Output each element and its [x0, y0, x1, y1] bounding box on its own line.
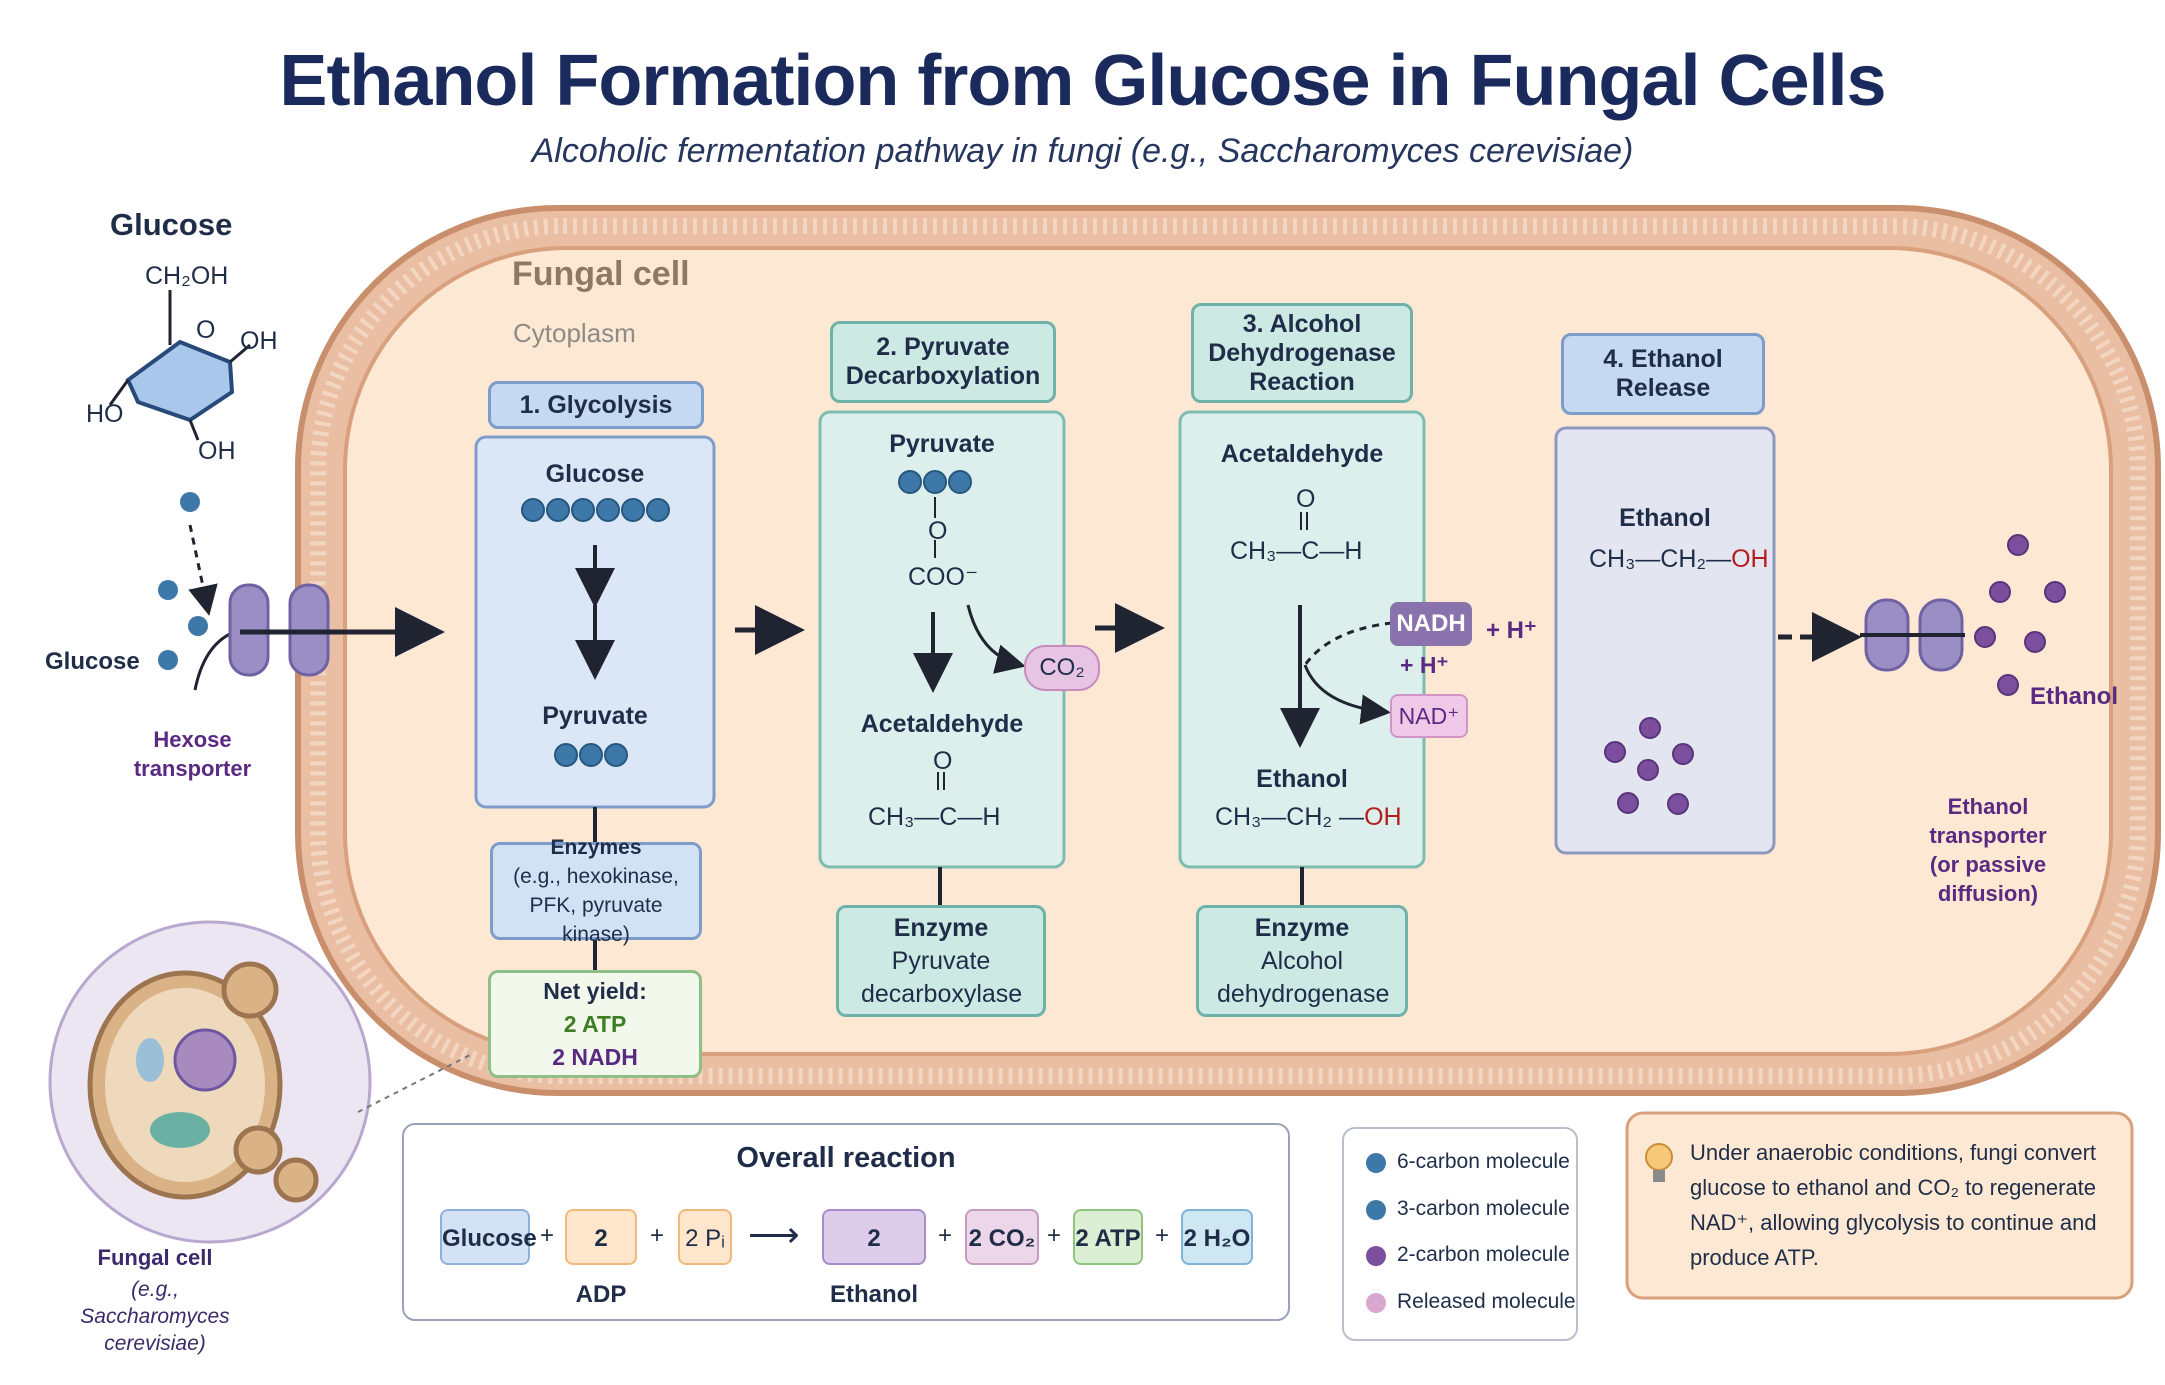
glucose-oh-bottom: OH — [198, 437, 236, 465]
decarboxylation-output-label: Acetaldehyde — [860, 710, 1024, 738]
glucose-ring-icon — [108, 290, 251, 441]
h-plus-inside: + H⁺ — [1400, 652, 1449, 678]
glucose-ring-o: O — [196, 316, 216, 344]
glucose-molecule — [188, 616, 208, 636]
cell-label: Fungal cell — [512, 255, 690, 293]
term-atp: 2 ATP — [1073, 1209, 1143, 1265]
legend-6c-label: 6-carbon molecule — [1397, 1150, 1570, 1173]
yeast-cell-icon — [87, 961, 319, 1203]
plus-sign: + — [1047, 1222, 1062, 1249]
legend-2c-label: 2-carbon molecule — [1397, 1243, 1570, 1266]
glucose-molecule — [180, 492, 200, 512]
acetaldehyde-formula-1: CH₃—C—H — [868, 803, 1001, 831]
step-4-header: 4. Ethanol Release — [1561, 333, 1765, 415]
adh-input-label: Acetaldehyde — [1220, 440, 1384, 468]
plus-sign: + — [540, 1222, 555, 1249]
ethanol-formula-1-oh: OH — [1364, 803, 1402, 831]
acetaldehyde-o-2: O — [1296, 485, 1316, 513]
legend-dot-2c — [1366, 1246, 1386, 1266]
term-co2: 2 CO₂ — [965, 1209, 1039, 1265]
glucose-molecule — [158, 580, 178, 600]
decarboxylation-input-label: Pyruvate — [889, 430, 995, 458]
plus-sign: + — [650, 1222, 665, 1249]
legend-released-label: Released molecule — [1397, 1290, 1576, 1313]
pyruvate-decarboxylase-box: Enzyme Pyruvate decarboxylase — [836, 905, 1046, 1017]
ethanol-formula-1-chain: CH₃—CH₂ — — [1215, 803, 1365, 831]
glycolysis-enzymes-box: Enzymes (e.g., hexokinase, PFK, pyruvate… — [490, 836, 702, 946]
glucose-molecule — [158, 650, 178, 670]
net-yield-box: Net yield: 2 ATP 2 NADH — [488, 970, 702, 1078]
page-subtitle: Alcoholic fermentation pathway in fungi … — [531, 132, 1634, 170]
glycolysis-output-label: Pyruvate — [542, 702, 648, 730]
enzyme-2-title: Enzyme — [893, 913, 989, 942]
note-text: Under anaerobic conditions, fungi conver… — [1690, 1140, 2097, 1270]
inset-label: Fungal cell — [97, 1245, 213, 1270]
term-ethanol: 2 Ethanol — [822, 1209, 926, 1308]
hexose-transporter-label: Hexose transporter — [133, 727, 252, 781]
nadh-badge: NADH — [1390, 602, 1472, 646]
release-box — [1554, 426, 1776, 855]
outside-ethanol-label: Ethanol — [2030, 683, 2118, 710]
glucose-oh-right: OH — [240, 327, 278, 355]
enzyme-3-name: Alcohol dehydrogenase — [1217, 946, 1390, 1008]
glucose-heading: Glucose — [110, 207, 233, 242]
enzyme-2-name: Pyruvate decarboxylase — [861, 946, 1023, 1008]
legend-dot-released — [1366, 1293, 1386, 1313]
nad-badge: NAD⁺ — [1390, 694, 1468, 738]
acetaldehyde-formula-2: CH₃—C—H — [1230, 537, 1363, 565]
enzyme-3-title: Enzyme — [1254, 913, 1350, 942]
plus-sign: + — [1155, 1222, 1170, 1249]
enzymes-detail: (e.g., hexokinase, PFK, pyruvate kinase) — [513, 865, 679, 946]
step-2-header: 2. Pyruvate Decarboxylation — [830, 321, 1056, 403]
legend-box — [1342, 1127, 1578, 1341]
h-plus-outside: + H⁺ — [1486, 617, 1537, 644]
co2-released-badge: CO₂ — [1024, 645, 1100, 691]
net-yield-atp: 2 ATP — [563, 1010, 627, 1037]
term-pi: 2 Pᵢ — [678, 1209, 732, 1265]
inset-species: (e.g., Saccharomyces cerevisiae) — [80, 1278, 230, 1355]
glucose-ch2oh: CH₂OH — [145, 262, 229, 290]
legend-3c-label: 3-carbon molecule — [1397, 1197, 1570, 1220]
ethanol-formula-2-oh: OH — [1731, 545, 1769, 573]
glucose-ho-left: HO — [86, 400, 124, 428]
term-adp: 2 ADP — [565, 1209, 637, 1308]
ethanol-transporter-label: Ethanol transporter (or passive diffusio… — [1929, 794, 2047, 906]
glycolysis-input-label: Glucose — [545, 460, 645, 488]
overall-reaction-title: Overall reaction — [736, 1142, 956, 1174]
net-yield-nadh: 2 NADH — [552, 1043, 638, 1070]
release-label: Ethanol — [1619, 504, 1711, 532]
reaction-arrow: ⟶ — [748, 1214, 800, 1255]
pyruvate-o: O — [928, 517, 948, 545]
enzymes-title: Enzymes — [550, 836, 642, 859]
glucose-side-label: Glucose — [45, 648, 140, 675]
ethanol-formula-1: CH₃—CH₂ —OH — [1215, 803, 1402, 832]
cytoplasm-label: Cytoplasm — [513, 318, 636, 348]
alcohol-dehydrogenase-box: Enzyme Alcohol dehydrogenase — [1196, 905, 1408, 1017]
lightbulb-icon — [1645, 1143, 1673, 1182]
note-box — [1625, 1111, 2134, 1300]
adh-output-label: Ethanol — [1256, 765, 1348, 793]
plus-sign: + — [938, 1222, 953, 1249]
ethanol-formula-2-chain: CH₃—CH₂— — [1589, 545, 1732, 573]
term-glucose: Glucose — [440, 1209, 537, 1265]
term-water: 2 H₂O — [1181, 1209, 1253, 1265]
step-1-header: 1. Glycolysis — [488, 381, 704, 429]
legend-dot-3c — [1366, 1200, 1386, 1220]
pyruvate-coo: COO⁻ — [908, 563, 979, 591]
ethanol-formula-2: CH₃—CH₂—OH — [1589, 545, 1769, 574]
page-title: Ethanol Formation from Glucose in Fungal… — [279, 41, 1886, 121]
step-3-header: 3. Alcohol Dehydrogenase Reaction — [1191, 303, 1413, 403]
acetaldehyde-o-1: O — [933, 747, 953, 775]
net-yield-title: Net yield: — [543, 977, 647, 1004]
legend-dot-6c — [1366, 1153, 1386, 1173]
